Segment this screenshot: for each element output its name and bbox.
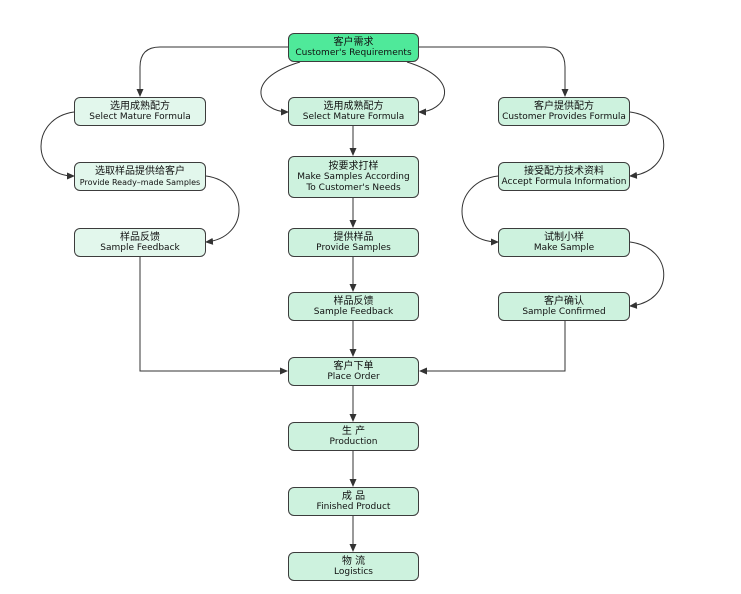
node-label-en: Provide Samples xyxy=(316,242,391,253)
node-select-mature-formula-left: 选用成熟配方 Select Mature Formula xyxy=(74,97,206,126)
node-make-sample: 试制小样 Make Sample xyxy=(498,228,630,257)
node-label-en: Finished Product xyxy=(316,501,391,512)
node-sample-confirmed: 客户确认 Sample Confirmed xyxy=(498,292,630,321)
node-label-en: Customer's Requirements xyxy=(295,47,412,58)
edge-top-to-r1 xyxy=(419,46,569,97)
edge-r4-to-order xyxy=(419,321,566,375)
node-make-samples-according: 按要求打样 Make Samples According To Customer… xyxy=(288,156,419,198)
node-production: 生 产 Production xyxy=(288,422,419,451)
node-label-zh: 选用成熟配方 xyxy=(110,100,170,112)
node-label-en: Sample Confirmed xyxy=(522,306,606,317)
node-label-zh: 客户确认 xyxy=(544,295,584,307)
node-logistics: 物 流 Logistics xyxy=(288,552,419,581)
node-label-zh: 选用成熟配方 xyxy=(323,100,384,112)
edge-top-to-c1-right xyxy=(406,61,445,116)
node-label-en: Customer Provides Formula xyxy=(502,111,626,122)
node-place-order: 客户下单 Place Order xyxy=(288,357,419,386)
edge-l2-to-l3 xyxy=(205,175,240,245)
node-accept-formula-information: 接受配方技术资料 Accept Formula Information xyxy=(498,162,630,191)
node-label-zh: 样品反馈 xyxy=(333,295,374,307)
edge-top-to-l1 xyxy=(136,46,288,97)
node-label-en: Logistics xyxy=(334,566,373,577)
edge-r2-to-r3 xyxy=(461,175,499,246)
edge-r1-to-r2 xyxy=(629,111,665,179)
node-label-zh: 选取样品提供给客户 xyxy=(95,165,185,177)
node-label-zh: 成 品 xyxy=(341,490,366,502)
node-label-en: Make Sample xyxy=(533,242,595,253)
node-provide-ready-made-samples: 选取样品提供给客户 Provide Ready–made Samples xyxy=(74,162,206,191)
edge-l3-to-order xyxy=(139,257,288,375)
edge-l1-to-l2 xyxy=(40,111,75,180)
node-label-en: Make Samples According xyxy=(297,171,410,182)
node-label-en: Place Order xyxy=(327,371,380,382)
node-sample-feedback-center: 样品反馈 Sample Feedback xyxy=(288,292,419,321)
node-label-zh: 物 流 xyxy=(341,555,366,567)
node-customer-provides-formula: 客户提供配方 Customer Provides Formula xyxy=(498,97,630,126)
node-select-mature-formula-center: 选用成熟配方 Select Mature Formula xyxy=(288,97,419,126)
node-label-en: Production xyxy=(329,436,378,447)
node-label-en: Sample Feedback xyxy=(313,306,394,317)
node-label-en: Select Mature Formula xyxy=(89,111,191,122)
node-finished-product: 成 品 Finished Product xyxy=(288,487,419,516)
node-label-zh: 样品反馈 xyxy=(120,231,160,243)
node-label-en: Select Mature Formula xyxy=(302,111,405,122)
node-label-zh: 提供样品 xyxy=(333,231,374,243)
node-label-zh: 客户下单 xyxy=(333,360,374,372)
node-label-zh: 客户提供配方 xyxy=(534,100,594,112)
edge-r3-to-r4 xyxy=(629,241,665,309)
node-label-en-line2: To Customer's Needs xyxy=(306,182,401,193)
node-label-zh: 生 产 xyxy=(341,425,366,437)
node-label-zh: 试制小样 xyxy=(544,231,584,243)
edge-top-to-c1-left xyxy=(260,61,301,116)
node-label-en: Accept Formula Information xyxy=(501,176,627,187)
node-sample-feedback-left: 样品反馈 Sample Feedback xyxy=(74,228,206,257)
node-label-zh: 接受配方技术资料 xyxy=(524,165,604,177)
node-label-zh: 客户需求 xyxy=(333,36,374,48)
node-label-en: Sample Feedback xyxy=(100,242,180,253)
node-customer-requirements: 客户需求 Customer's Requirements xyxy=(288,33,419,62)
node-provide-samples: 提供样品 Provide Samples xyxy=(288,228,419,257)
node-label-en: Provide Ready–made Samples xyxy=(79,177,201,187)
node-label-zh: 按要求打样 xyxy=(328,160,379,172)
